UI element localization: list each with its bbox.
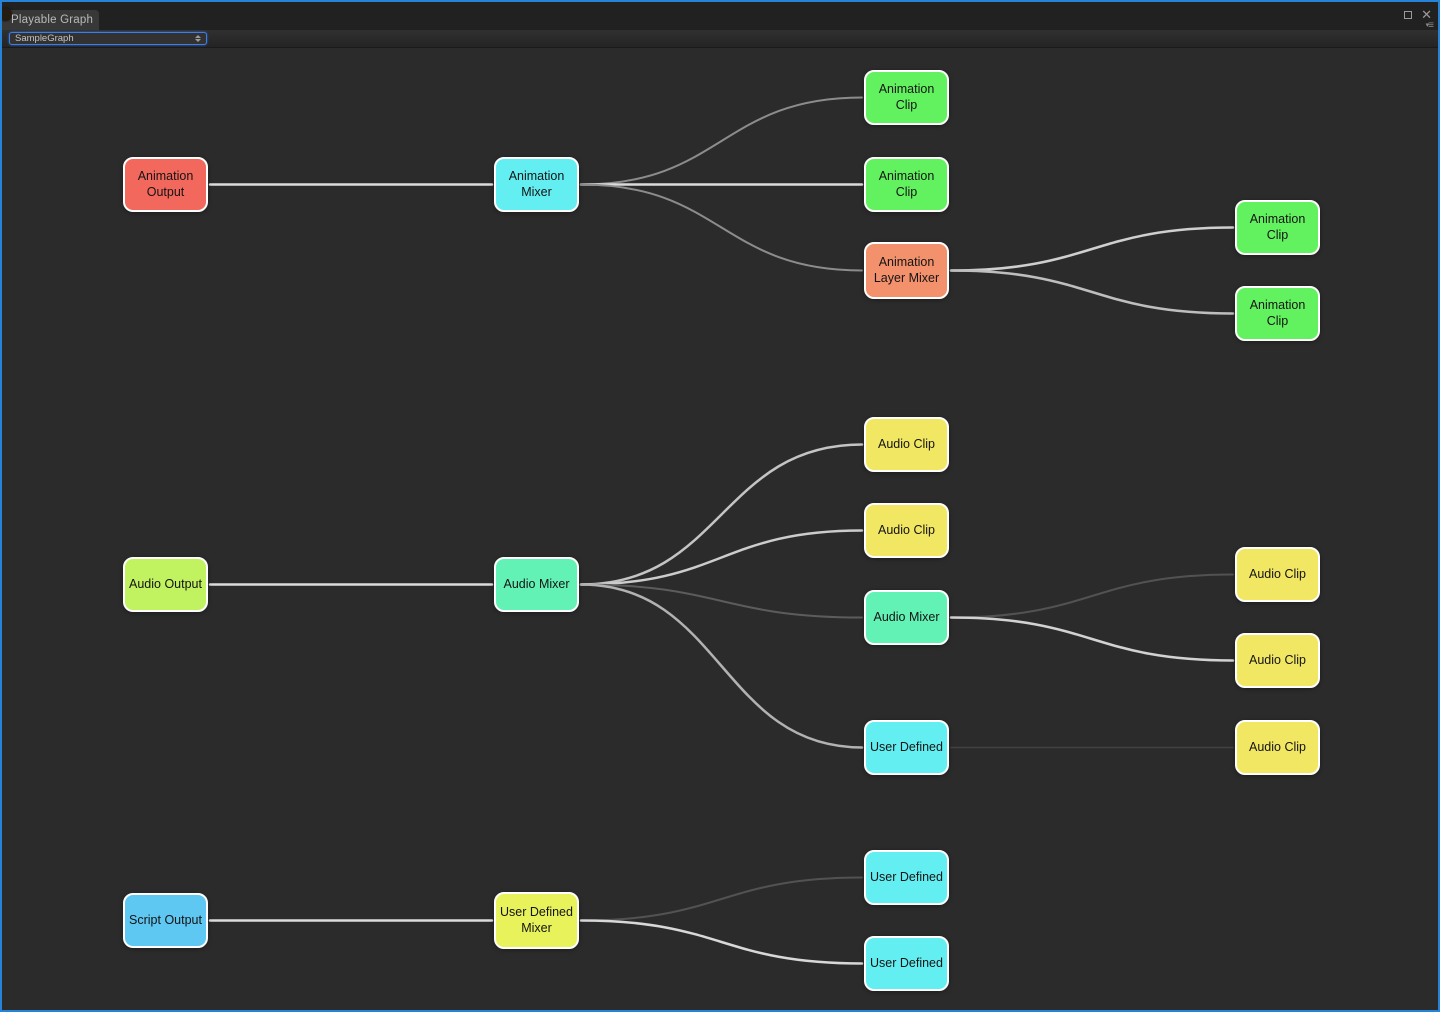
edge-audio-mixer-to-audio-clip-1 [579, 443, 864, 586]
edge-animation-mixer-to-animation-layer-mixer [580, 183, 863, 272]
edge-audio-mixer-to-audio-clip-2 [579, 529, 864, 586]
node-animation-mixer[interactable]: Animation Mixer [494, 157, 579, 212]
node-label: Script Output [129, 912, 202, 927]
node-script-output[interactable]: Script Output [123, 893, 208, 948]
node-audio-clip-2[interactable]: Audio Clip [864, 503, 949, 558]
node-label: Audio Clip [1249, 652, 1306, 667]
node-animation-output[interactable]: Animation Output [123, 157, 208, 212]
node-audio-mixer-2[interactable]: Audio Mixer [864, 590, 949, 645]
node-audio-clip-3[interactable]: Audio Clip [1235, 547, 1320, 602]
maximize-icon[interactable] [1404, 11, 1412, 19]
edges-layer [208, 96, 1235, 965]
node-animation-clip-2[interactable]: Animation Clip [864, 157, 949, 212]
node-audio-clip-4[interactable]: Audio Clip [1235, 633, 1320, 688]
node-label: Audio Clip [878, 522, 935, 537]
edge-user-defined-mixer-to-user-defined-3 [579, 919, 864, 965]
chevron-down-icon: ▾ [1425, 22, 1429, 29]
edge-audio-mixer-2-to-audio-clip-3 [950, 573, 1234, 619]
hamburger-icon: ≡ [1428, 20, 1434, 31]
node-animation-clip-3[interactable]: Animation Clip [1235, 200, 1320, 255]
node-user-defined-1[interactable]: User Defined [864, 720, 949, 775]
node-animation-layer-mixer[interactable]: Animation Layer Mixer [864, 242, 949, 299]
edge-audio-mixer-to-user-defined-1 [579, 583, 864, 749]
node-audio-clip-5[interactable]: Audio Clip [1235, 720, 1320, 775]
tab-playable-graph[interactable]: Playable Graph [2, 8, 99, 30]
node-label: Animation Output [137, 169, 194, 199]
node-label: Animation Layer Mixer [873, 255, 940, 285]
dropdown-caret-icon [195, 35, 201, 42]
node-label: User Defined Mixer [500, 905, 573, 935]
node-label: Audio Output [129, 576, 202, 591]
node-label: Animation Clip [878, 169, 935, 199]
edge-audio-mixer-2-to-audio-clip-4 [949, 616, 1235, 662]
node-label: Animation Clip [1249, 298, 1306, 328]
node-label: Audio Mixer [873, 609, 940, 624]
window-controls: ✕ ▾≡ [1398, 7, 1434, 31]
node-user-defined-2[interactable]: User Defined [864, 850, 949, 905]
edge-user-defined-mixer-to-user-defined-2 [580, 876, 863, 922]
node-label: User Defined [870, 869, 943, 884]
node-label: Animation Clip [1249, 212, 1306, 242]
node-label: User Defined [870, 955, 943, 970]
node-label: Audio Mixer [503, 576, 570, 591]
node-user-defined-3[interactable]: User Defined [864, 936, 949, 991]
node-label: User Defined [870, 739, 943, 754]
node-label: Audio Clip [1249, 566, 1306, 581]
tab-bar: Playable Graph ✕ ▾≡ [2, 2, 1438, 31]
edge-animation-layer-mixer-to-animation-clip-4 [949, 269, 1235, 315]
edge-animation-layer-mixer-to-animation-clip-3 [949, 226, 1235, 272]
node-label: Audio Clip [878, 436, 935, 451]
close-icon[interactable]: ✕ [1421, 7, 1432, 22]
graph-selector-dropdown[interactable]: SampleGraph [9, 32, 207, 45]
node-audio-mixer[interactable]: Audio Mixer [494, 557, 579, 612]
node-label: Animation Mixer [508, 169, 565, 199]
node-audio-clip-1[interactable]: Audio Clip [864, 417, 949, 472]
toolbar: SampleGraph [2, 30, 1438, 48]
edge-animation-mixer-to-animation-clip-1 [580, 96, 863, 186]
tab-title: Playable Graph [11, 14, 94, 26]
node-animation-clip-1[interactable]: Animation Clip [864, 70, 949, 125]
node-user-defined-mixer[interactable]: User Defined Mixer [494, 892, 579, 949]
graph-selector-value: SampleGraph [15, 33, 74, 44]
window-menu-button[interactable]: ▾≡ [1425, 20, 1434, 31]
node-audio-output[interactable]: Audio Output [123, 557, 208, 612]
node-label: Animation Clip [878, 82, 935, 112]
node-animation-clip-4[interactable]: Animation Clip [1235, 286, 1320, 341]
tab-dot-icon [2, 8, 12, 21]
node-label: Audio Clip [1249, 739, 1306, 754]
edge-audio-mixer-to-audio-mixer-2 [580, 583, 863, 619]
